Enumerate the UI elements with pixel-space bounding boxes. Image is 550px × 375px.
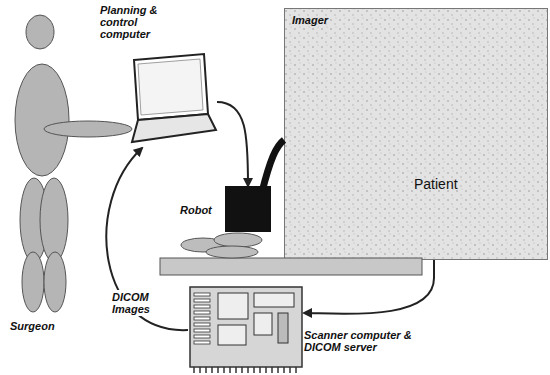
- node-label: Scanner computer & DICOM server: [304, 329, 422, 353]
- connector-arrow: [217, 102, 248, 186]
- laptop-computer: Planning & control computer: [92, 2, 217, 150]
- connector-arrow: [304, 260, 434, 314]
- surgeon-figure: Surgeon: [2, 8, 84, 338]
- patient-foot: [206, 246, 258, 258]
- patient-table: [160, 258, 422, 275]
- node-label: Planning & control computer: [100, 4, 168, 40]
- patient-foot: [214, 233, 262, 247]
- connector-arrow: [106, 148, 188, 330]
- robot-block: Robot: [180, 180, 275, 240]
- node-label: Imager: [292, 14, 372, 26]
- edge-label: DICOM Images: [110, 290, 166, 316]
- robot-arm: [262, 140, 284, 192]
- imager-box-art: [284, 8, 548, 260]
- surgeon-figure-art: [2, 8, 84, 338]
- node-label: Patient: [414, 176, 494, 192]
- imager-box: ImagerPatient: [284, 8, 548, 260]
- scanner-computer: Scanner computer & DICOM server: [188, 285, 424, 373]
- node-label: Surgeon: [10, 320, 80, 332]
- node-label: Robot: [180, 204, 222, 216]
- patient-foot: [181, 238, 225, 252]
